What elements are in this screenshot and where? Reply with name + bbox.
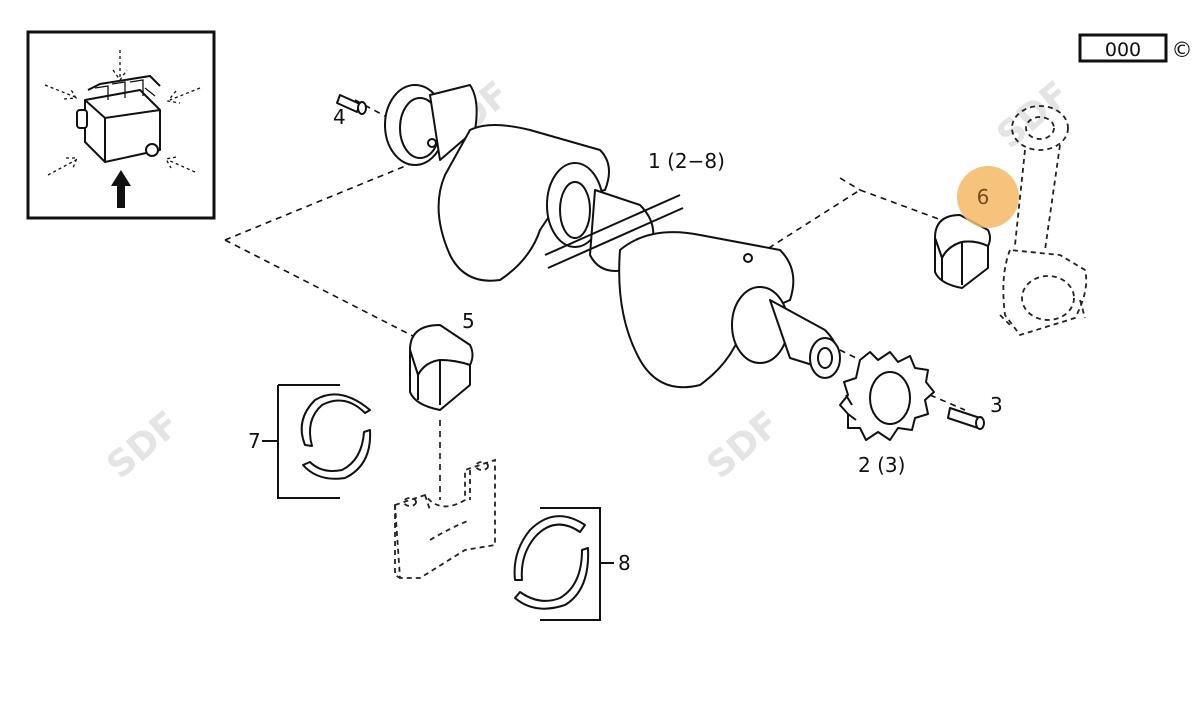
callout-5[interactable]: 5 bbox=[462, 309, 475, 333]
page-code-group: 000 © bbox=[1078, 33, 1193, 63]
connecting-rod bbox=[999, 105, 1088, 337]
conrod-bearing-shell bbox=[934, 214, 991, 289]
page-code: 000 bbox=[1105, 39, 1141, 61]
watermarks: SDF SDF SDF SDF bbox=[99, 74, 1077, 487]
thrust-washers-7 bbox=[277, 384, 372, 499]
callout-8[interactable]: 8 bbox=[618, 551, 631, 575]
thrust-washers-8 bbox=[513, 507, 601, 621]
timing-gear bbox=[839, 351, 935, 441]
watermark: SDF bbox=[989, 74, 1077, 157]
callout-3[interactable]: 3 bbox=[990, 393, 1003, 417]
callout-2[interactable]: 2 (3) bbox=[858, 453, 905, 477]
bearing-cap bbox=[394, 458, 496, 579]
callouts: 1 (2−8) 2 (3) 3 4 5 6 7 8 bbox=[248, 105, 1003, 575]
key-pin-part-3 bbox=[947, 407, 985, 430]
copyright-symbol: © bbox=[1172, 38, 1193, 62]
callout-highlight bbox=[957, 166, 1019, 228]
callout-4[interactable]: 4 bbox=[333, 105, 346, 129]
engine-block-icon bbox=[76, 74, 161, 163]
main-bearing-shell bbox=[409, 324, 474, 411]
direction-arrows bbox=[44, 50, 201, 208]
callout-6[interactable]: 6 bbox=[977, 185, 990, 209]
pin-part-4 bbox=[336, 94, 367, 115]
callout-7[interactable]: 7 bbox=[248, 429, 261, 453]
watermark: SDF bbox=[699, 404, 787, 487]
callout-1[interactable]: 1 (2−8) bbox=[648, 149, 725, 173]
crankshaft bbox=[384, 84, 841, 389]
orientation-inset bbox=[26, 30, 216, 220]
watermark: SDF bbox=[99, 404, 187, 487]
